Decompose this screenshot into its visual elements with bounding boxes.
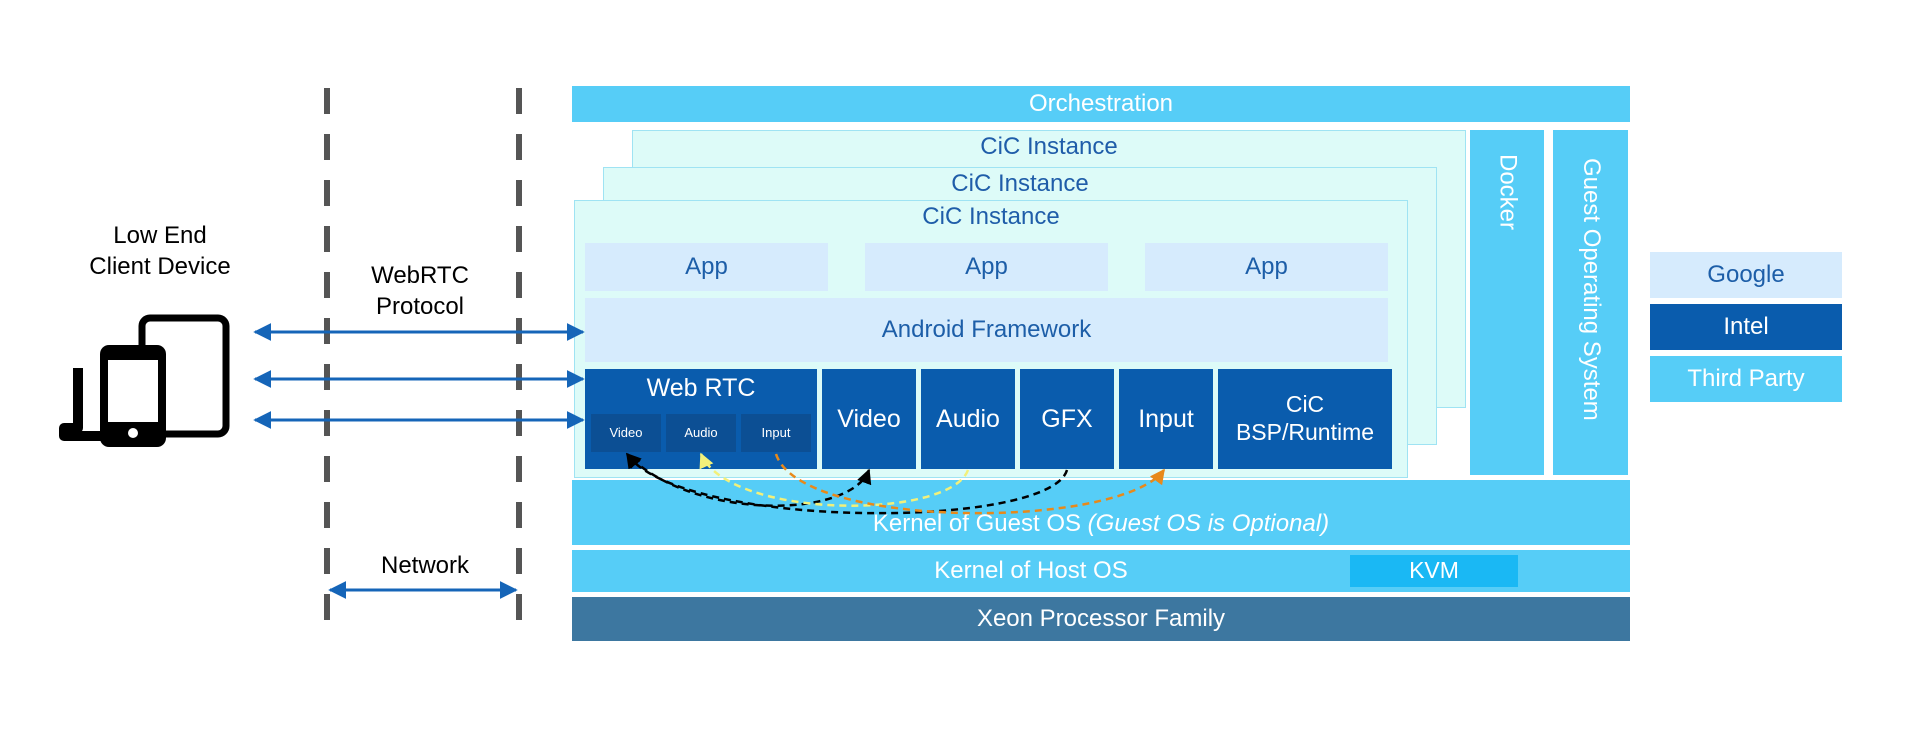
orchestration-bar: Orchestration bbox=[572, 86, 1630, 122]
docker-block: Docker bbox=[1470, 130, 1544, 475]
webrtc-input-sub: Input bbox=[741, 414, 811, 452]
input-module: Input bbox=[1119, 369, 1213, 469]
legend-intel: Intel bbox=[1650, 304, 1842, 350]
cic-instance-title: CiC Instance bbox=[922, 203, 1060, 230]
network-label: Network bbox=[380, 552, 470, 579]
app-block: App bbox=[1145, 243, 1388, 291]
android-framework-block: Android Framework bbox=[585, 298, 1388, 362]
audio-module: Audio bbox=[921, 369, 1015, 469]
webrtc-protocol-line2: Protocol bbox=[375, 293, 465, 321]
cic-bsp-line1: CiC bbox=[1285, 391, 1325, 418]
legend-google: Google bbox=[1650, 252, 1842, 298]
gfx-module: GFX bbox=[1020, 369, 1114, 469]
cic-bsp-line2: BSP/Runtime bbox=[1235, 419, 1375, 445]
webrtc-audio-sub: Audio bbox=[666, 414, 736, 452]
video-module: Video bbox=[822, 369, 916, 469]
app-block: App bbox=[585, 243, 828, 291]
webrtc-protocol-label: WebRTC Protocol bbox=[345, 260, 495, 322]
kernel-guest-os-note: (Guest OS is Optional) bbox=[1087, 510, 1330, 538]
client-label-line1: Low End bbox=[113, 222, 207, 249]
cic-instance-title: CiC Instance bbox=[951, 170, 1089, 197]
app-block: App bbox=[865, 243, 1108, 291]
guest-os-block: Guest Operating System bbox=[1553, 130, 1628, 475]
kvm-block: KVM bbox=[1350, 555, 1518, 587]
webrtc-video-sub: Video bbox=[591, 414, 661, 452]
legend-third-party: Third Party bbox=[1650, 356, 1842, 402]
client-label-line2: Client Device bbox=[89, 253, 231, 281]
kernel-host-os-label: Kernel of Host OS bbox=[934, 556, 1128, 584]
kernel-guest-os-bar: Kernel of Guest OS (Guest OS is Optional… bbox=[572, 480, 1630, 545]
client-device-label: Low End Client Device bbox=[60, 220, 260, 282]
cic-bsp-runtime-module: CiC BSP/Runtime bbox=[1218, 369, 1392, 469]
webrtc-protocol-line1: WebRTC bbox=[371, 262, 469, 289]
xeon-processor-bar: Xeon Processor Family bbox=[572, 597, 1630, 641]
cic-instance-title: CiC Instance bbox=[980, 133, 1118, 160]
kernel-guest-os-label: Kernel of Guest OS bbox=[872, 510, 1088, 538]
webrtc-block-title: Web RTC bbox=[646, 374, 756, 402]
